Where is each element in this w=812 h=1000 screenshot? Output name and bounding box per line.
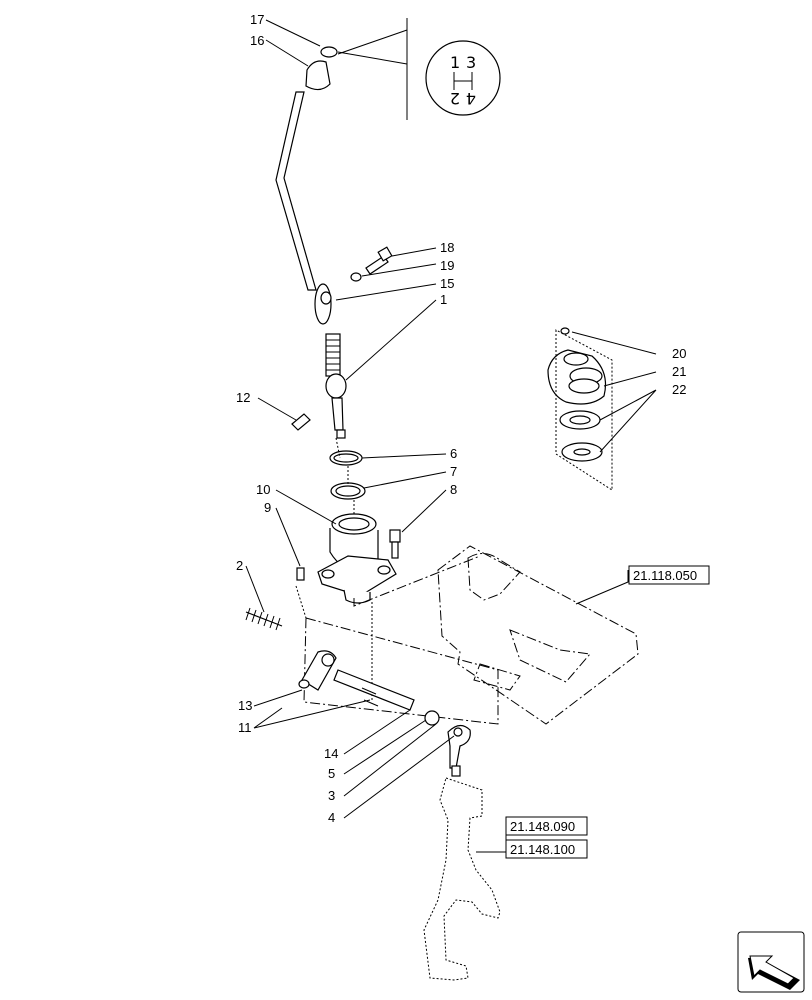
callout-4: 4	[328, 810, 335, 825]
callout-19: 19	[440, 258, 454, 273]
callout-18: 18	[440, 240, 454, 255]
boot-assembly	[547, 327, 613, 491]
callout-14: 14	[324, 746, 338, 761]
reference-21-148-100[interactable]: 21.148.100	[510, 842, 575, 857]
shift-pattern-top-right: 3	[466, 53, 476, 72]
shift-fork	[423, 777, 501, 981]
spring	[245, 607, 283, 631]
callout-10: 10	[256, 482, 270, 497]
callout-5: 5	[328, 766, 335, 781]
callout-1: 1	[440, 292, 447, 307]
callout-numbers: 17 16 18 19 15 1 12 6 7 8 10 9 2 13 11 1…	[236, 12, 686, 825]
callout-16: 16	[250, 33, 264, 48]
reference-box-mid[interactable]: 21.148.090 21.148.100	[505, 816, 588, 859]
shift-pattern-top-left: 1	[450, 53, 460, 72]
bolt-washer	[350, 246, 393, 282]
callout-2: 2	[236, 558, 243, 573]
shift-pattern-detail: 1 3 2 4	[337, 18, 501, 120]
callout-17: 17	[250, 12, 264, 27]
arrow-icon[interactable]	[737, 931, 805, 993]
leader-lines	[245, 19, 657, 853]
shift-pattern-bottom-right: 4	[466, 89, 476, 108]
lever-housing	[317, 513, 397, 604]
gear-lever	[275, 46, 338, 325]
dowel-pin	[296, 567, 305, 581]
callout-15: 15	[440, 276, 454, 291]
housing-bolt	[389, 529, 401, 559]
callout-3: 3	[328, 788, 335, 803]
lever-shaft	[325, 333, 347, 439]
callout-13: 13	[238, 698, 252, 713]
pin	[291, 413, 311, 431]
callout-8: 8	[450, 482, 457, 497]
callout-9: 9	[264, 500, 271, 515]
reference-21-118-050[interactable]: 21.118.050	[633, 568, 697, 583]
callout-22: 22	[672, 382, 686, 397]
cover-plate	[437, 545, 639, 725]
callout-12: 12	[236, 390, 250, 405]
shift-gate-icon	[453, 72, 473, 90]
reference-box-top[interactable]: 21.118.050	[628, 565, 710, 585]
shift-pattern-bottom-left: 2	[450, 89, 460, 108]
callout-21: 21	[672, 364, 686, 379]
callout-20: 20	[672, 346, 686, 361]
callout-6: 6	[450, 446, 457, 461]
reference-21-148-090[interactable]: 21.148.090	[510, 819, 575, 834]
callout-11: 11	[238, 720, 252, 735]
callout-7: 7	[450, 464, 457, 479]
